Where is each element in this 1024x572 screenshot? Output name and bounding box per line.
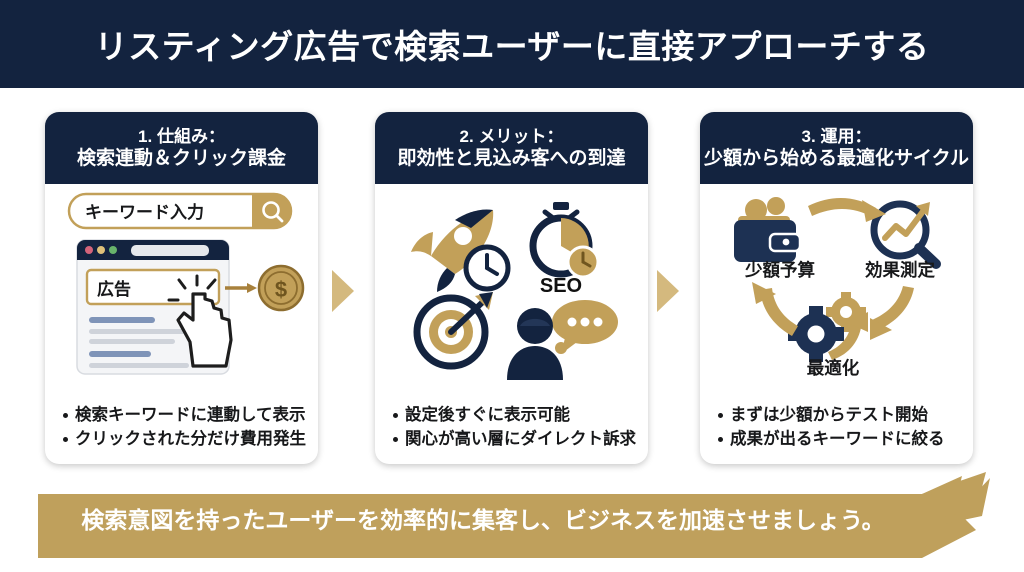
footer-message: 検索意図を持ったユーザーを効率的に集客し、ビジネスを加速させましょう。 bbox=[81, 507, 885, 533]
search-bar-graphic bbox=[67, 192, 293, 230]
svg-text:$: $ bbox=[275, 277, 287, 302]
card-1-body: キーワード入力 広告 bbox=[45, 184, 318, 464]
page-title: リスティング広告で検索ユーザーに直接アプローチする bbox=[94, 28, 930, 65]
pointing-hand-cursor-icon bbox=[167, 274, 233, 368]
card-1-bullet-1-label: 検索キーワードに連動して表示 bbox=[75, 405, 306, 424]
connector-arrow-2 bbox=[655, 268, 681, 314]
card-3-bullets: まずは少額からテスト開始 成果が出るキーワードに絞る bbox=[700, 403, 973, 453]
money-arrow-graphic bbox=[225, 283, 257, 293]
card-1-header: 1. 仕組み： 検索連動＆クリック課金 bbox=[45, 112, 318, 184]
card-1-illustration: キーワード入力 広告 bbox=[45, 184, 318, 380]
page-header: リスティング広告で検索ユーザーに直接アプローチする bbox=[0, 0, 1024, 88]
card-2-illustration: SEO bbox=[375, 184, 648, 380]
seo-label: SEO bbox=[540, 275, 582, 297]
card-3-operation[interactable]: 3. 運用： 少額から始める最適化サイクル bbox=[700, 112, 973, 464]
card-2-merit[interactable]: 2. メリット： 即効性と見込み客への到達 bbox=[375, 112, 648, 464]
arrow-up-right-icon bbox=[38, 472, 990, 558]
stopwatch-icon bbox=[529, 202, 600, 279]
connector-arrow-1 bbox=[330, 268, 356, 314]
card-1-bullet-2-label: クリックされた分だけ費用発生 bbox=[75, 430, 306, 449]
cycle-label-optimize: 最適化 bbox=[807, 358, 860, 378]
bullet-dot-icon bbox=[63, 412, 68, 418]
card-3-number-label: 3. 運用： bbox=[801, 126, 872, 146]
card-3-header: 3. 運用： 少額から始める最適化サイクル bbox=[700, 112, 973, 184]
bullet-dot-icon bbox=[393, 437, 398, 443]
arrow-right-triangle-icon bbox=[332, 270, 354, 312]
card-1-number-label: 1. 仕組み： bbox=[138, 126, 225, 146]
wallet-icon bbox=[734, 197, 802, 262]
card-3-illustration: 少額予算 効果測定 最適化 bbox=[700, 184, 973, 380]
bullet-dot-icon bbox=[718, 412, 723, 418]
cycle-arrows-graphic bbox=[752, 197, 914, 360]
card-2-subtitle-label: 即効性と見込み客への到達 bbox=[397, 147, 626, 169]
search-input-value: キーワード入力 bbox=[85, 202, 204, 222]
card-2-header: 2. メリット： 即効性と見込み客への到達 bbox=[375, 112, 648, 184]
card-1-subtitle-label: 検索連動＆クリック課金 bbox=[76, 147, 286, 169]
arrow-right-triangle-icon bbox=[657, 270, 679, 312]
card-1-mechanism[interactable]: 1. 仕組み： 検索連動＆クリック課金 キーワード入力 bbox=[45, 112, 318, 464]
footer-banner: 検索意図を持ったユーザーを効率的に集客し、ビジネスを加速させましょう。 bbox=[38, 472, 998, 558]
list-item: 成果が出るキーワードに絞る bbox=[718, 427, 973, 452]
person-speech-bubble-icon bbox=[507, 300, 618, 380]
bullet-dot-icon bbox=[63, 437, 68, 443]
card-2-bullets: 設定後すぐに表示可能 関心が高い層にダイレクト訴求 bbox=[375, 403, 648, 453]
card-3-bullet-1-label: まずは少額からテスト開始 bbox=[730, 405, 928, 424]
card-2-bullet-1-label: 設定後すぐに表示可能 bbox=[405, 405, 570, 424]
cycle-label-measure: 効果測定 bbox=[865, 260, 935, 280]
bullet-dot-icon bbox=[393, 412, 398, 418]
card-3-body: 少額予算 効果測定 最適化 まずは少額からテスト開始 成果が出るキーワードに絞る bbox=[700, 184, 973, 464]
cycle-label-budget: 少額予算 bbox=[744, 260, 815, 280]
card-1-bullets: 検索キーワードに連動して表示 クリックされた分だけ費用発生 bbox=[45, 403, 318, 453]
magnifier-chart-icon bbox=[870, 200, 941, 269]
list-item: まずは少額からテスト開始 bbox=[718, 403, 973, 428]
list-item: 設定後すぐに表示可能 bbox=[393, 403, 648, 428]
target-arrow-icon bbox=[413, 292, 493, 370]
list-item: 関心が高い層にダイレクト訴求 bbox=[393, 427, 648, 452]
bullet-dot-icon bbox=[718, 437, 723, 443]
dollar-coin-icon: $ bbox=[257, 264, 305, 312]
rocket-clock-icon bbox=[411, 209, 511, 292]
card-2-bullet-2-label: 関心が高い層にダイレクト訴求 bbox=[405, 430, 636, 449]
card-2-number-label: 2. メリット： bbox=[459, 126, 564, 146]
ad-box-label: 広告 bbox=[97, 279, 131, 299]
card-2-body: SEO bbox=[375, 184, 648, 464]
cards-row: 1. 仕組み： 検索連動＆クリック課金 キーワード入力 bbox=[0, 112, 1024, 470]
list-item: 検索キーワードに連動して表示 bbox=[63, 403, 318, 428]
list-item: クリックされた分だけ費用発生 bbox=[63, 427, 318, 452]
card-3-bullet-2-label: 成果が出るキーワードに絞る bbox=[730, 430, 945, 449]
card-3-subtitle-label: 少額から始める最適化サイクル bbox=[703, 147, 970, 169]
